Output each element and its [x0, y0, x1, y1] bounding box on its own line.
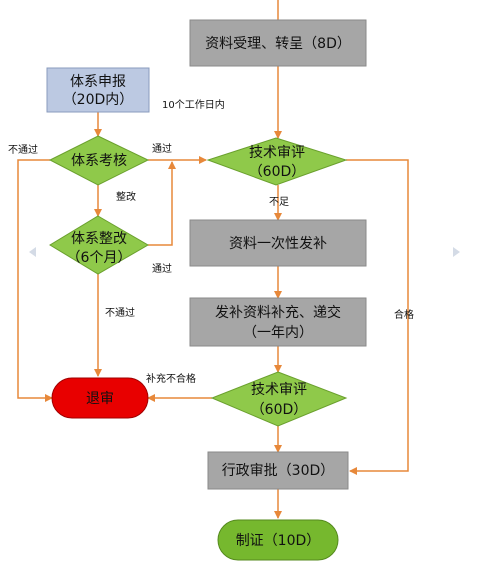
node-supplement-once — [189, 219, 367, 267]
node-tech-review-2-label-a: 技术审评 — [251, 382, 307, 398]
node-supplement-submit — [189, 297, 367, 347]
label-rectify: 整改 — [116, 190, 136, 203]
right-edge-chevron-icon — [453, 247, 460, 257]
node-supplement-submit-label-b: （一年内） — [243, 325, 313, 341]
node-rejected-label: 退审 — [86, 391, 114, 407]
node-supplement-submit-label-a: 发补资料补充、递交 — [215, 304, 341, 321]
label-pass-top: 通过 — [152, 142, 172, 155]
node-certificate-label: 制证（10D） — [236, 533, 321, 549]
node-certificate — [217, 519, 339, 561]
connectors — [17, 0, 409, 519]
connector-review-qualified-to-admin — [346, 159, 409, 475]
node-system-audit-label: 体系考核 — [71, 153, 127, 169]
node-system-rectify-label-b: （6个月） — [67, 250, 132, 266]
label-fail-left: 不通过 — [8, 143, 38, 156]
node-tech-review-1-label-a: 技术审评 — [249, 145, 305, 161]
node-admin-approval — [207, 451, 349, 490]
connector-rectify-pass-loop — [148, 161, 176, 246]
label-not-ok: 不足 — [269, 196, 289, 208]
node-admin-approval-label: 行政审批（30D） — [222, 463, 335, 479]
node-tech-review-2-label-b: （60D） — [251, 402, 308, 418]
node-tech-review-1-label-b: （60D） — [249, 164, 306, 180]
node-system-audit — [48, 135, 150, 186]
node-tech-review-1 — [206, 137, 348, 186]
node-material-accept — [189, 19, 367, 67]
node-system-declare — [46, 67, 150, 113]
node-system-rectify — [49, 215, 149, 275]
label-supplement-unqualified: 补充不合格 — [146, 372, 196, 385]
node-system-declare-label-1: 体系申报 — [70, 74, 126, 90]
left-edge-chevron-icon — [29, 247, 36, 257]
label-qualified: 合格 — [394, 308, 414, 321]
node-rejected — [51, 377, 149, 419]
connector-audit-fail-to-reject — [17, 159, 53, 402]
node-system-declare-label-2: （20D内） — [63, 92, 134, 108]
node-material-accept-label: 资料受理、转呈（8D） — [205, 36, 351, 52]
node-system-rectify-label-a: 体系整改 — [71, 231, 127, 247]
label-within-10-days: 10个工作日内 — [162, 98, 225, 111]
node-tech-review-2 — [210, 371, 348, 427]
label-fail-bottom: 不通过 — [105, 306, 135, 319]
label-pass-bottom: 通过 — [152, 262, 172, 275]
node-supplement-once-label: 资料一次性发补 — [229, 236, 327, 252]
